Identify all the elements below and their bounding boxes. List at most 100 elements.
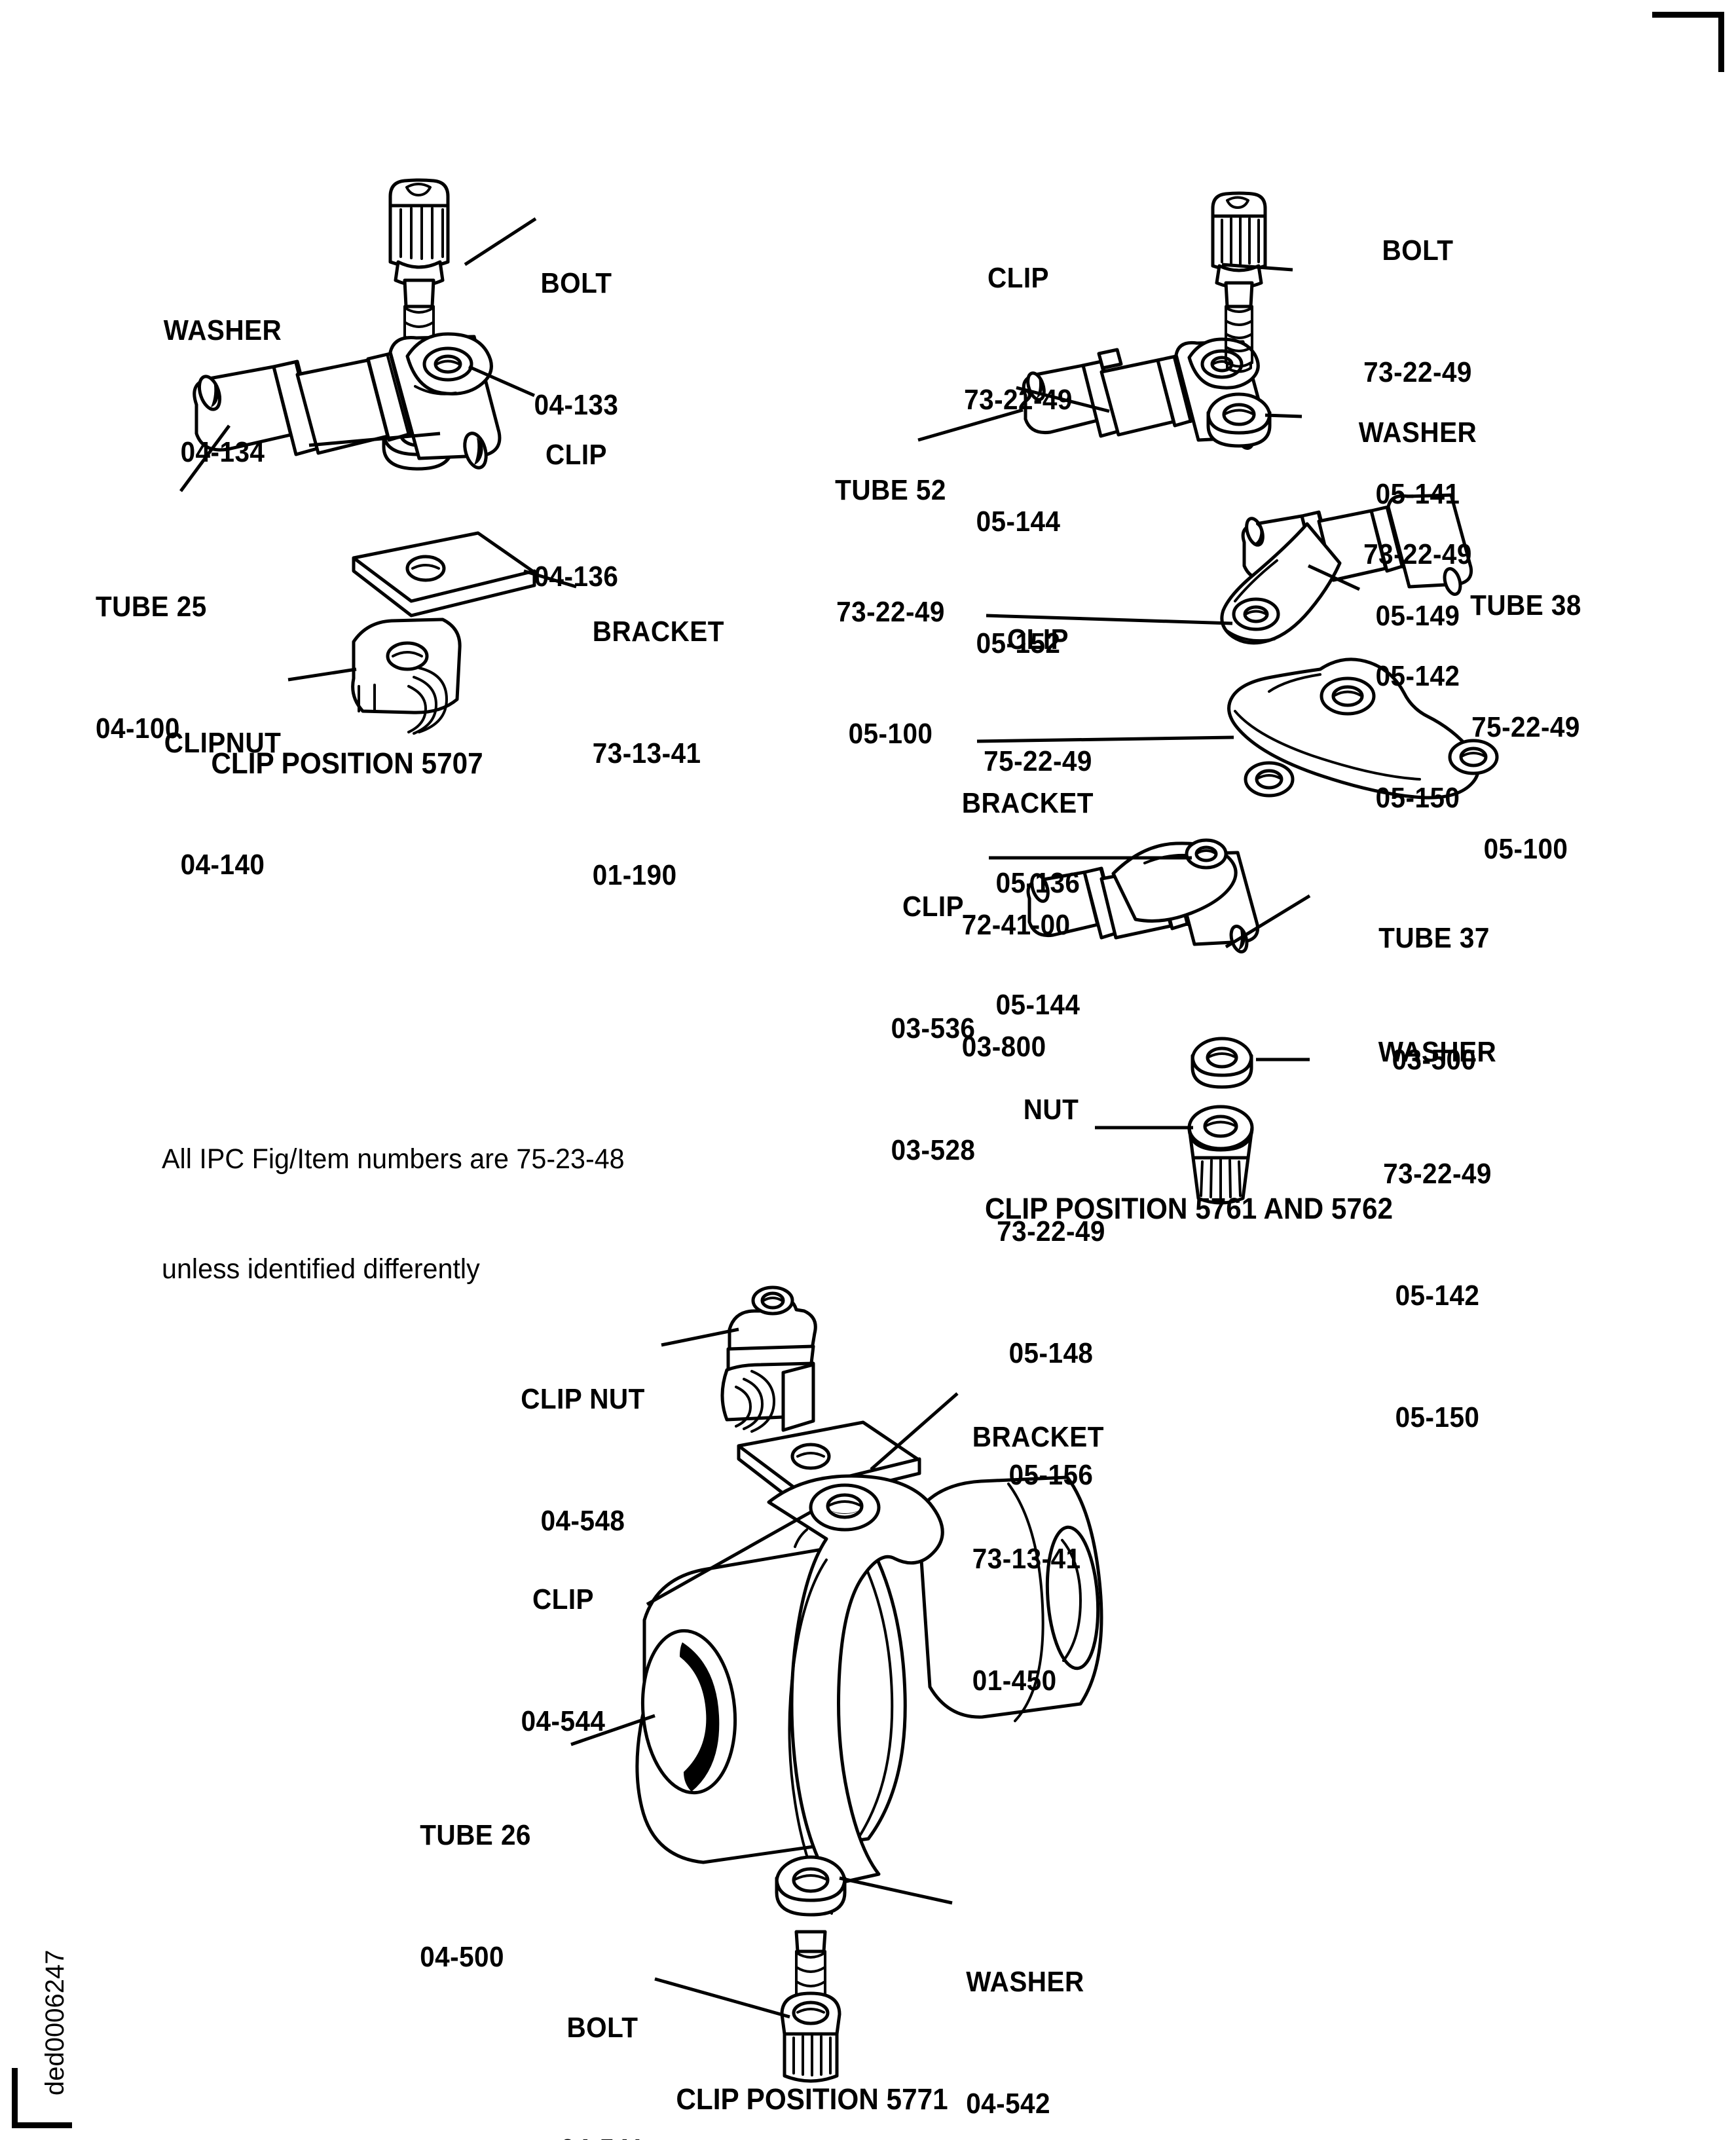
label-code: 73-22-49	[1363, 356, 1472, 388]
label-code: 04-140	[180, 849, 265, 881]
label-title: TUBE 25	[96, 591, 207, 623]
label-title: NUT	[1023, 1094, 1079, 1126]
label-title: BRACKET	[972, 1421, 1104, 1453]
label-code: 05-149	[1375, 600, 1460, 632]
leader-clip-5761-middle	[986, 614, 1233, 625]
bracket-5707-drawing	[352, 531, 536, 618]
label-clipnut-5771: CLIP NUT 04-548	[468, 1298, 697, 1623]
label-code: 05-156	[1008, 1459, 1094, 1491]
leader-bracket-5771	[870, 1392, 959, 1471]
label-code: 72-41-00	[961, 909, 1071, 941]
washer-5771-drawing	[775, 1855, 847, 1917]
label-bolt-5771: BOLT 04-541	[506, 1927, 699, 2140]
leader-bolt-5771	[654, 1977, 790, 2019]
label-code: 05-142	[1375, 660, 1460, 692]
label-code: 73-22-49	[836, 596, 945, 628]
label-title: CLIPNUT	[164, 727, 282, 759]
label-title: TUBE 37	[1378, 922, 1490, 954]
label-clip-5707: CLIP 04-136	[468, 354, 684, 678]
label-tube26: TUBE 26 04-500	[420, 1734, 649, 2059]
clipnut-5771-drawing	[720, 1285, 817, 1433]
label-nut-5761: NUT 73-22-49 05-148 05-156	[940, 1008, 1162, 1577]
tube38-assembly-drawing	[1220, 493, 1473, 645]
leader-tube52	[917, 408, 1024, 442]
label-title: BOLT	[566, 2012, 638, 2044]
label-code: 73-22-49	[997, 1215, 1105, 1247]
label-code: 05-100	[848, 718, 933, 750]
label-title: BOLT	[1382, 234, 1454, 267]
crop-mark-top-right	[1652, 12, 1724, 72]
caption-clip-position-5707: CLIP POSITION 5707	[211, 747, 483, 780]
ipc-note: All IPC Fig/Item numbers are 75-23-48 un…	[162, 1067, 759, 1361]
leader-clip-5707	[468, 365, 536, 397]
leader-clip-5771	[646, 1509, 813, 1606]
caption-clip-position-5771: CLIP POSITION 5771	[676, 2082, 948, 2116]
leader-clipnut-5707	[287, 667, 357, 682]
leader-tube37	[1225, 894, 1311, 949]
label-title: TUBE 52	[835, 474, 946, 506]
label-code: 73-22-49	[1363, 538, 1472, 570]
label-code: 01-190	[592, 859, 677, 891]
bolt-5771-drawing	[780, 1930, 841, 2083]
label-code: 05-144	[976, 506, 1061, 538]
label-code: 73-13-41	[972, 1543, 1081, 1575]
label-title: CLIP NUT	[521, 1383, 645, 1415]
bolt-5707-drawing	[388, 178, 450, 389]
label-title: CLIP	[545, 439, 608, 471]
label-bracket-5761: BRACKET 72-41-00 03-800	[962, 702, 1215, 1149]
leader-bracket-5761	[976, 735, 1234, 743]
label-bolt-5707: BOLT 04-133	[468, 182, 684, 507]
label-code: 05-150	[1395, 1401, 1480, 1433]
label-washer-5771: WASHER 04-542	[966, 1881, 1195, 2140]
label-tube38: TUBE 38 75-22-49 05-100	[1411, 504, 1640, 951]
label-code: 73-13-41	[592, 737, 701, 769]
bolt-thread-5761	[1225, 305, 1253, 373]
label-bracket-5771: BRACKET 73-13-41 01-450	[972, 1336, 1225, 1782]
label-title: BOLT	[540, 267, 612, 299]
leader-clip-5761-upper	[1016, 386, 1110, 413]
label-code: 05-148	[1008, 1337, 1094, 1369]
label-washer-5761-lower: WASHER 73-22-49 05-142 05-150	[1326, 951, 1549, 1519]
label-code: 04-134	[180, 436, 265, 468]
label-title: TUBE 26	[420, 1819, 531, 1851]
ipc-note-line1: All IPC Fig/Item numbers are 75-23-48	[162, 1143, 625, 1175]
clipnut-5707-drawing	[351, 618, 462, 735]
leader-bracket-5707	[523, 569, 577, 589]
ipc-note-line2: unless identified differently	[162, 1253, 480, 1285]
label-tube25: TUBE 25 04-100	[96, 506, 337, 830]
bolt-5761-drawing	[1211, 191, 1267, 373]
tube26-assembly-drawing	[635, 1474, 1103, 1915]
label-title: CLIP	[902, 891, 965, 923]
label-code: 05-100	[1483, 833, 1568, 865]
leader-clipnut-5771	[661, 1327, 739, 1347]
label-title: WASHER	[966, 1966, 1084, 1998]
label-washer-5761-upper: WASHER 73-22-49 05-142 05-150	[1306, 331, 1529, 900]
label-code: 04-541	[506, 2130, 699, 2140]
label-code: 03-536	[891, 1012, 976, 1044]
group-5771-art	[570, 1285, 1103, 2083]
label-code: 04-136	[534, 561, 619, 593]
label-code: 03-500	[1392, 1044, 1477, 1076]
label-title: CLIP	[1007, 623, 1069, 655]
label-code: 73-22-49	[964, 384, 1073, 416]
label-code: 04-548	[540, 1505, 625, 1537]
label-code: 73-22-49	[1383, 1158, 1492, 1190]
label-code: 05-141	[1375, 478, 1460, 510]
label-tube37: TUBE 37 03-500	[1325, 837, 1542, 1162]
label-code: 04-133	[534, 389, 619, 421]
label-code: 04-542	[966, 2088, 1051, 2120]
leader-bolt-5761	[1221, 263, 1293, 272]
label-code: 05-152	[976, 627, 1061, 659]
label-bolt-5761: BOLT 73-22-49 05-141 05-149	[1306, 149, 1529, 718]
label-title: WASHER	[1358, 416, 1477, 449]
label-code: 04-544	[521, 1705, 606, 1737]
label-code: 03-800	[961, 1031, 1046, 1063]
leader-washer-5761-upper	[1265, 413, 1302, 418]
label-title: BRACKET	[592, 616, 724, 648]
leader-tube25	[179, 424, 231, 492]
label-code: 05-150	[1375, 782, 1460, 814]
caption-clip-position-5761-5762: CLIP POSITION 5761 AND 5762	[985, 1192, 1393, 1225]
label-code: 05-142	[1395, 1280, 1480, 1312]
label-code: 04-500	[420, 1941, 505, 1973]
